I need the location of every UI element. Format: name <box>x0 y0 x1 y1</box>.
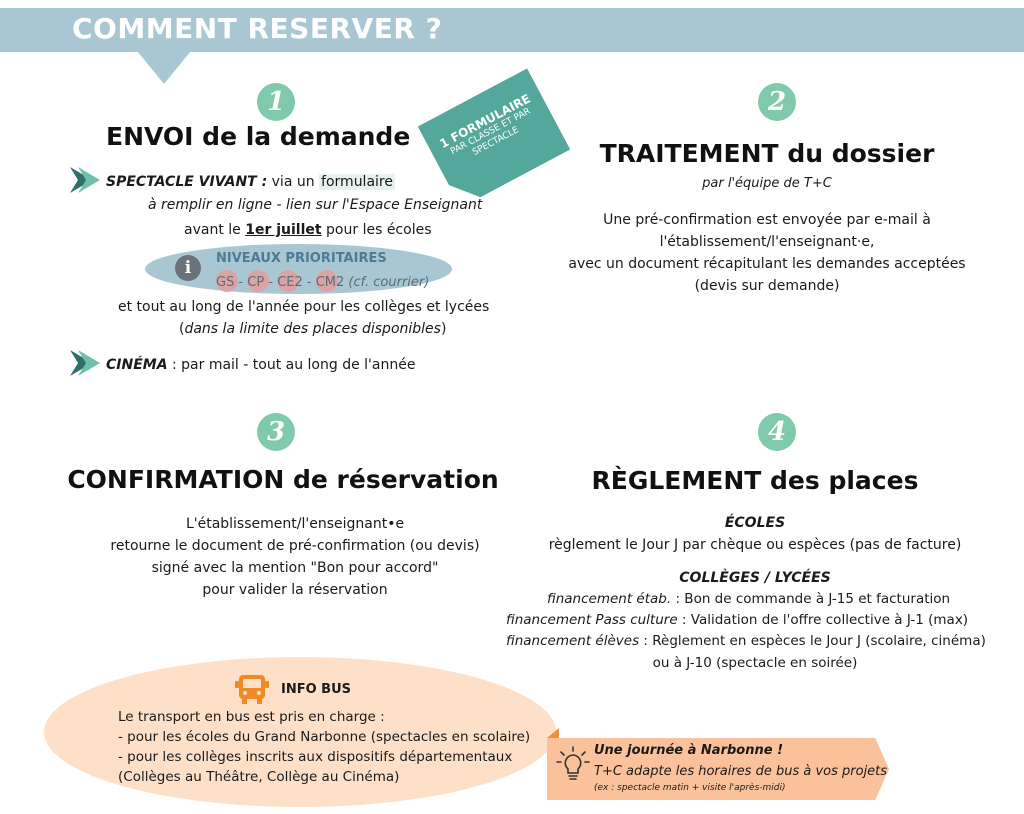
step2-title: TRAITEMENT du dossier <box>599 139 935 168</box>
header-band <box>0 8 1024 52</box>
step3-line: L'établissement/l'enseignant•e <box>185 516 405 532</box>
deadline-before: avant le <box>184 222 246 238</box>
narbonne-line: T+C adapte les horaires de bus à vos pro… <box>594 764 888 779</box>
financement-etab: financement étab. : Bon de commande à J-… <box>547 591 951 607</box>
step1-title: ENVOI de la demande <box>106 122 411 151</box>
financement-eleves: financement élèves : Règlement en espèce… <box>506 633 986 649</box>
step2-number: 2 <box>758 83 796 121</box>
narbonne-banner <box>547 738 889 800</box>
page-title: COMMENT RESERVER ? <box>72 12 443 45</box>
cinema-label: CINÉMA <box>106 357 168 373</box>
bus-icon <box>235 675 269 704</box>
spectacle-line: SPECTACLE VIVANT : via un formulaire <box>106 174 395 190</box>
step4-title: RÈGLEMENT des places <box>591 466 919 495</box>
ecoles-label: ÉCOLES <box>724 515 786 531</box>
limit-text: dans la limite des places disponibles <box>184 321 441 337</box>
spectacle-label: SPECTACLE VIVANT : <box>106 174 268 190</box>
step3-line: pour valider la réservation <box>202 582 388 598</box>
limit-line: (dans la limite des places disponibles) <box>179 321 447 337</box>
form-badge: 1 FORMULAIRE PAR CLASSE ET PAR SPECTACLE <box>418 68 571 207</box>
lightbulb-icon <box>556 746 590 780</box>
financement-pass: financement Pass culture : Validation de… <box>506 612 969 628</box>
step3-line: signé avec la mention "Bon pour accord" <box>151 560 439 576</box>
deadline-date: 1er juillet <box>245 222 322 238</box>
deadline-line: avant le 1er juillet pour les écoles <box>184 222 432 238</box>
deadline-after: pour les écoles <box>321 222 432 238</box>
arrow-icon <box>70 350 100 376</box>
step2-line: l'établissement/l'enseignant·e, <box>659 234 875 250</box>
levels-note: (cf. courrier) <box>344 275 430 290</box>
priority-levels: GS - CP - CE2 - CM2 (cf. courrier) <box>216 270 429 292</box>
step3-title: CONFIRMATION de réservation <box>67 465 499 494</box>
ribbon-fold <box>547 728 559 738</box>
bus-line: (Collèges au Théâtre, Collège au Cinéma) <box>118 769 400 785</box>
year-line: et tout au long de l'année pour les coll… <box>118 299 490 315</box>
spectacle-line2: à remplir en ligne - lien sur l'Espace E… <box>148 197 483 213</box>
arrow-icon <box>70 167 100 193</box>
level-item: GS <box>216 270 238 292</box>
bus-title: INFO BUS <box>281 682 352 697</box>
header-pointer <box>138 52 190 84</box>
step3-line: retourne le document de pré-confirmation… <box>110 538 480 554</box>
info-icon: i <box>175 255 201 281</box>
narbonne-title: Une journée à Narbonne ! <box>594 743 784 758</box>
cinema-line: CINÉMA : par mail - tout au long de l'an… <box>106 357 415 373</box>
narbonne-note: (ex : spectacle matin + visite l'après-m… <box>594 783 786 793</box>
step2-subtitle: par l'équipe de T+C <box>702 176 832 191</box>
step4-number: 4 <box>758 413 796 451</box>
level-item: CP <box>247 270 270 292</box>
bus-line: - pour les collèges inscrits aux disposi… <box>118 749 513 765</box>
step2-line: (devis sur demande) <box>694 278 840 294</box>
step1-number: 1 <box>257 83 295 121</box>
spectacle-via: via un <box>267 174 320 190</box>
level-item: CM2 <box>315 270 344 292</box>
financement-eleves-line2: ou à J-10 (spectacle en soirée) <box>652 655 858 671</box>
colleges-label: COLLÈGES / LYCÉES <box>679 570 831 586</box>
bus-line: - pour les écoles du Grand Narbonne (spe… <box>118 729 531 745</box>
step3-number: 3 <box>257 413 295 451</box>
ecoles-text: règlement le Jour J par chèque ou espèce… <box>548 537 962 553</box>
form-link[interactable]: formulaire <box>319 174 395 190</box>
priority-title: NIVEAUX PRIORITAIRES <box>216 251 387 266</box>
step2-line: Une pré-confirmation est envoyée par e-m… <box>603 212 931 228</box>
bus-line: Le transport en bus est pris en charge : <box>118 709 385 725</box>
level-item: CE2 <box>277 270 303 292</box>
bus-ellipse <box>44 657 556 807</box>
step2-line: avec un document récapitulant les demand… <box>568 256 966 272</box>
cinema-text: : par mail - tout au long de l'année <box>167 357 416 373</box>
